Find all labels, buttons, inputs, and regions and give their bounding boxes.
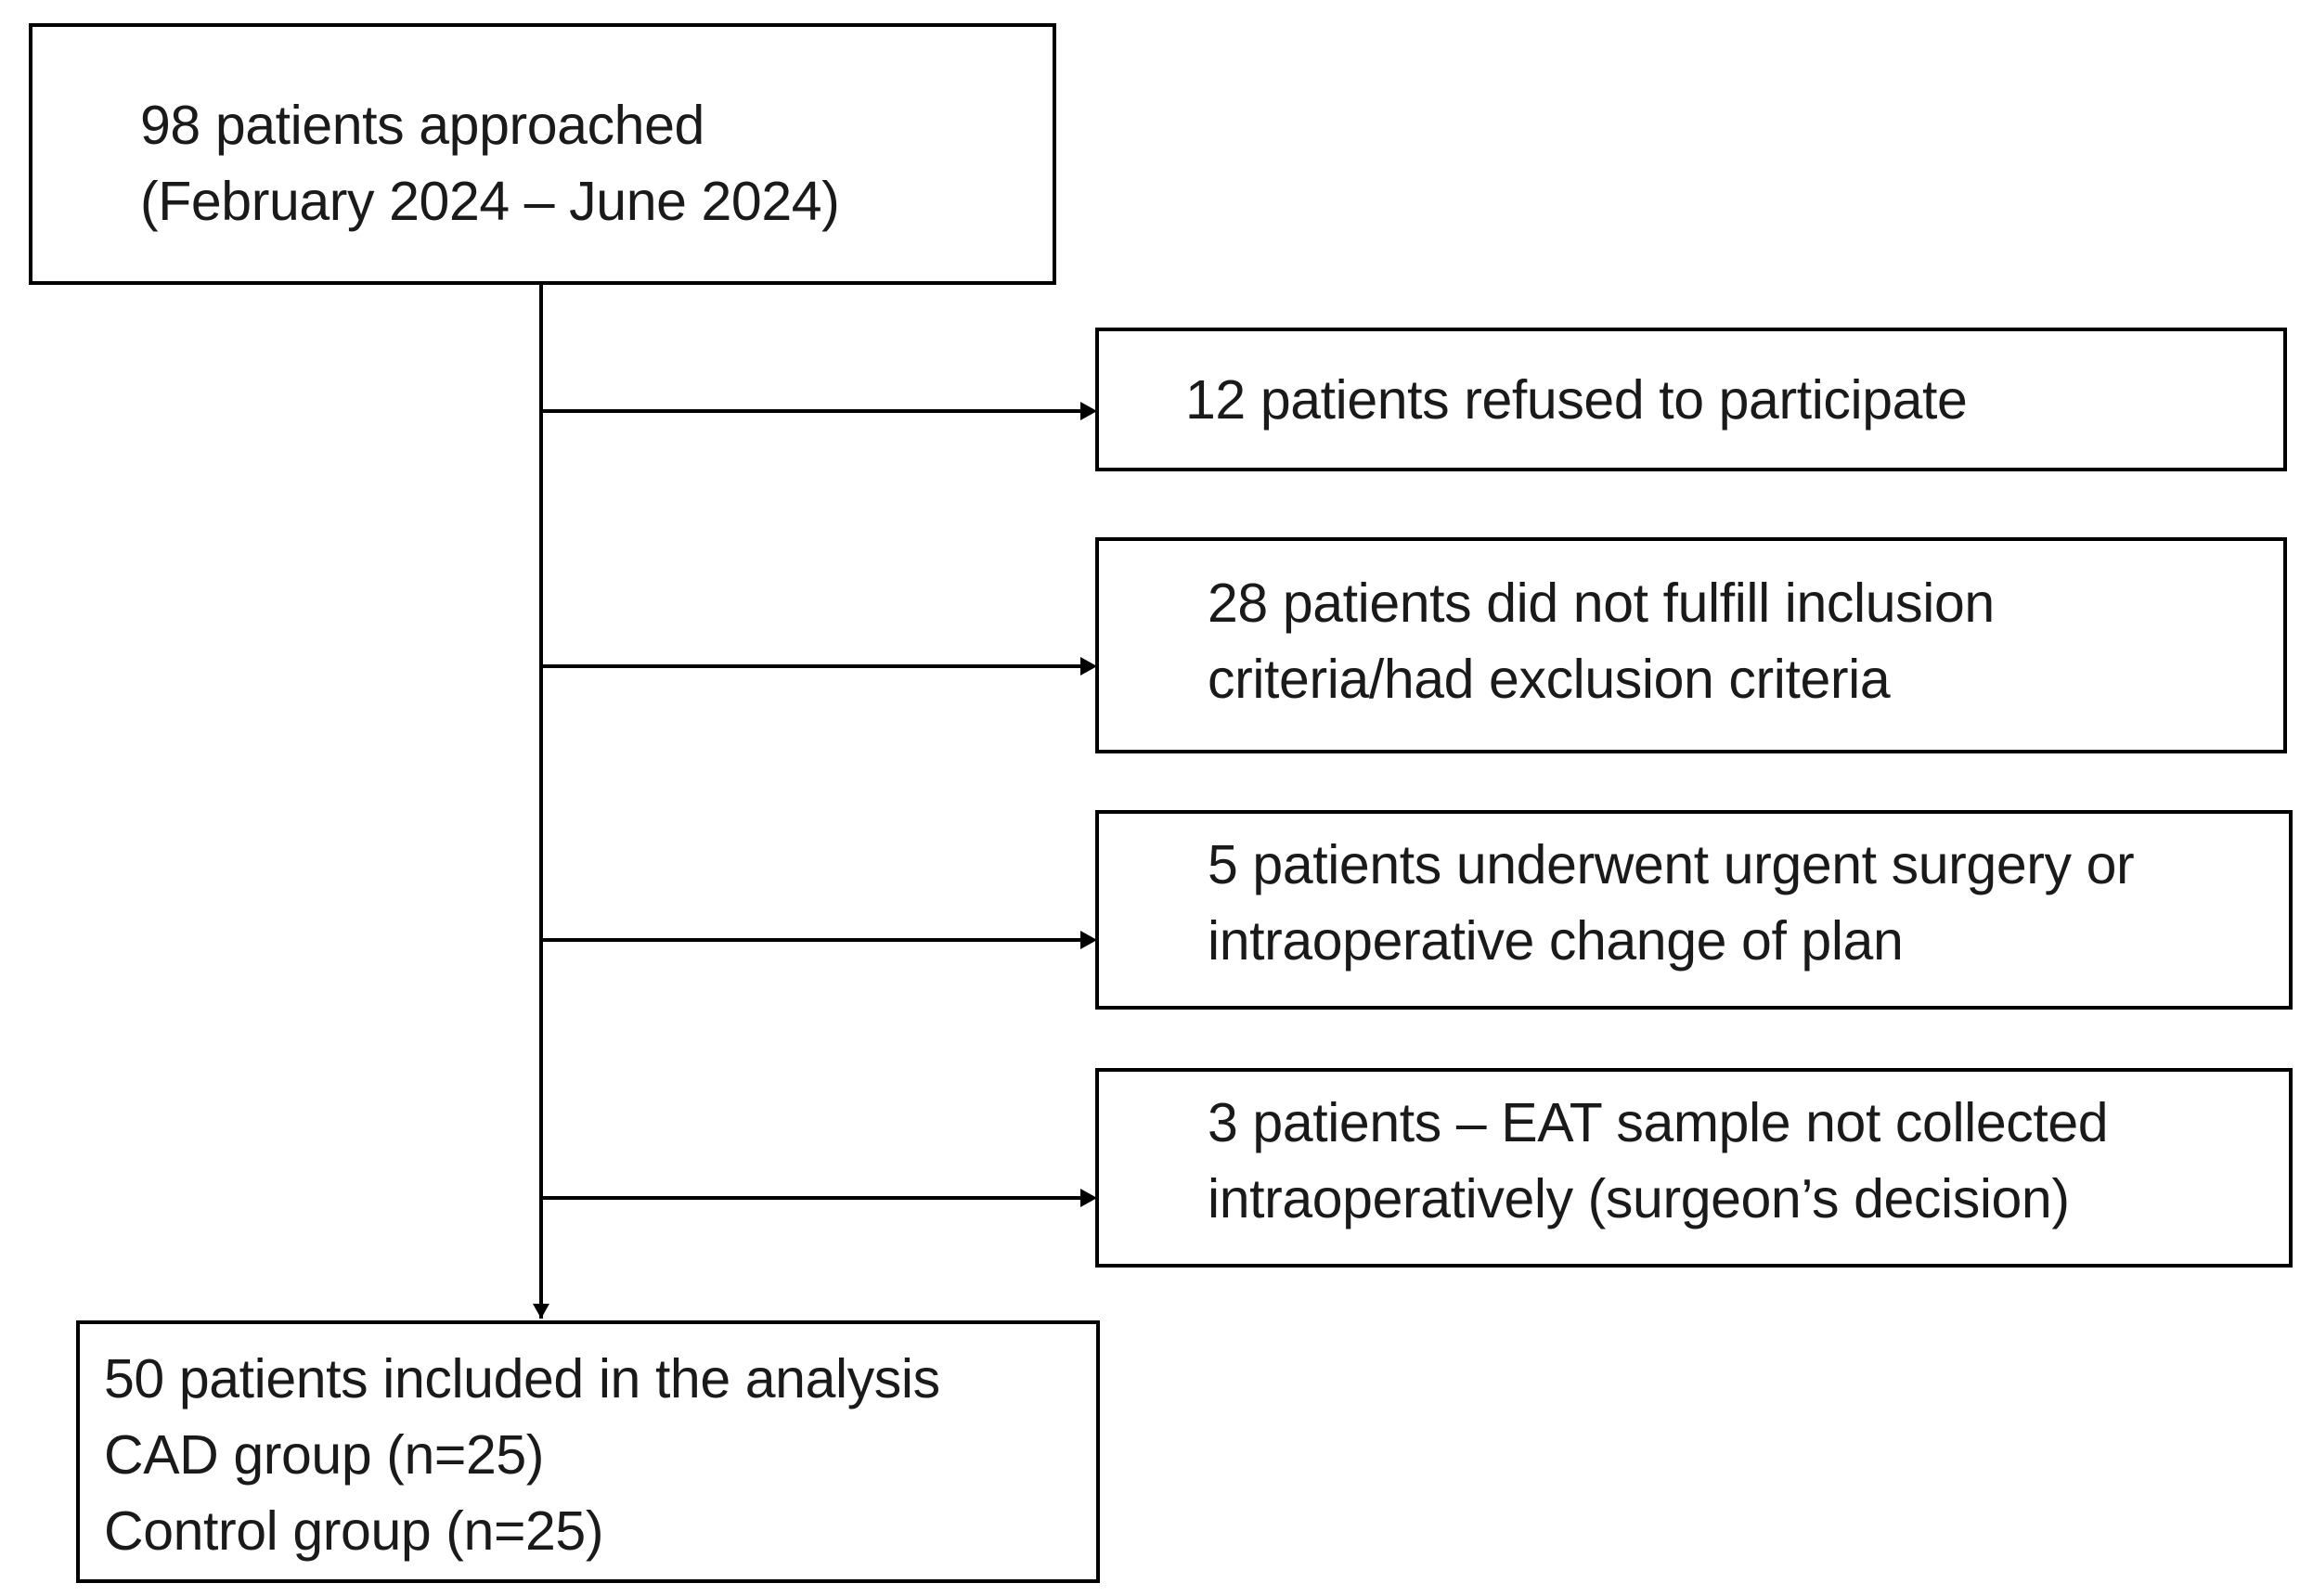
approached-count-text: 98 patients approached (140, 95, 704, 156)
refused-box: 12 patients refused to participate (1095, 328, 2287, 471)
branch-arrows (541, 402, 1097, 1207)
refused-text: 12 patients refused to participate (1185, 369, 1968, 431)
inclusion-text-line-2: criteria/had exclusion criteria (1208, 649, 1891, 710)
eat-text-line-1: 3 patients – EAT sample not collected (1208, 1092, 2109, 1153)
approached-period-text: (February 2024 – June 2024) (140, 171, 840, 232)
eat-sample-box: 3 patients – EAT sample not collected in… (1095, 1068, 2293, 1268)
urgent-text-line-2: intraoperative change of plan (1208, 910, 1904, 972)
urgent-text-line-1: 5 patients underwent urgent surgery or (1208, 834, 2135, 895)
patients-included-box: 50 patients included in the analysis CAD… (76, 1320, 1100, 1583)
included-count-text: 50 patients included in the analysis (104, 1348, 940, 1409)
cad-group-text: CAD group (n=25) (104, 1424, 545, 1486)
control-group-text: Control group (n=25) (104, 1500, 604, 1562)
eat-text-line-2: intraoperatively (surgeon’s decision) (1208, 1168, 2070, 1229)
patients-approached-box: 98 patients approached (February 2024 – … (29, 23, 1056, 285)
urgent-surgery-box: 5 patients underwent urgent surgery or i… (1095, 810, 2293, 1010)
inclusion-criteria-box: 28 patients did not fulfill inclusion cr… (1095, 537, 2287, 753)
inclusion-text-line-1: 28 patients did not fulfill inclusion (1208, 573, 1995, 634)
